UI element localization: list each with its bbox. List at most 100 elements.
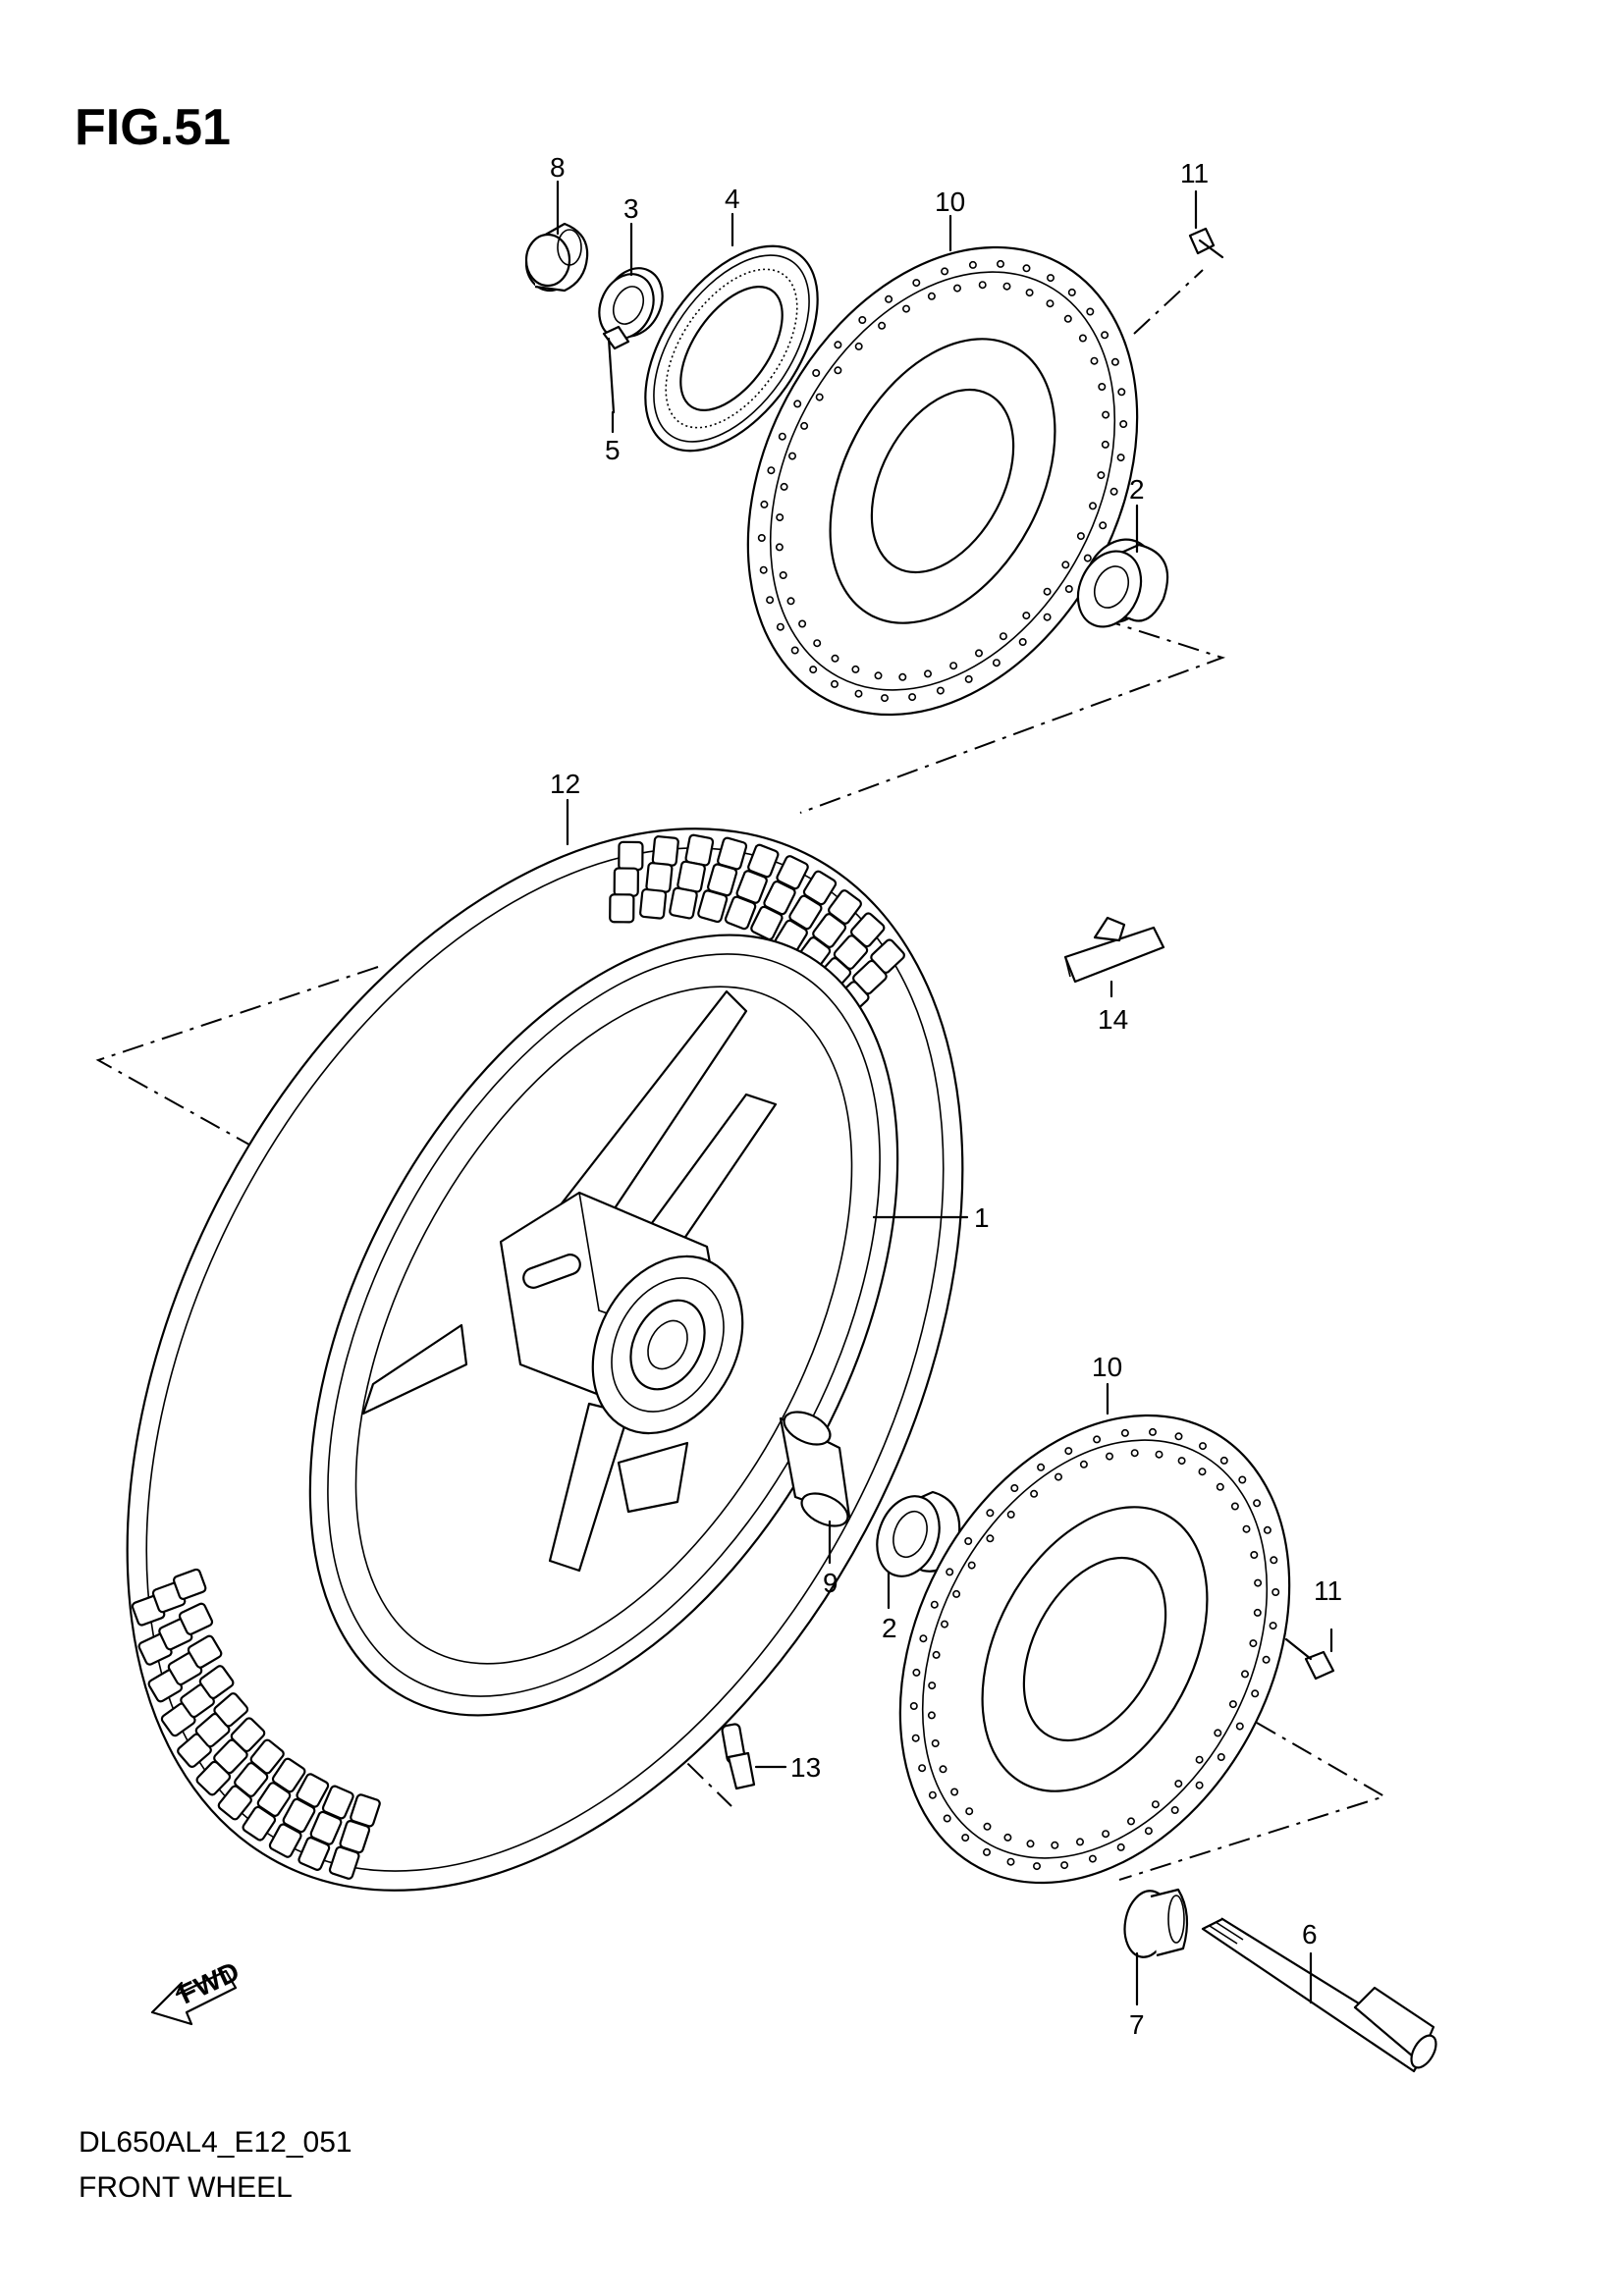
disc-drill-hole — [1098, 382, 1107, 391]
disc-drill-hole — [1089, 502, 1098, 510]
disc-drill-hole — [1217, 1753, 1225, 1762]
disc-drill-hole — [999, 632, 1007, 641]
disc-drill-hole — [982, 1847, 991, 1856]
disc-drill-hole — [776, 513, 784, 522]
disc-drill-hole — [918, 1764, 927, 1773]
disc-drill-hole — [1051, 1841, 1059, 1849]
disc-drill-hole — [1043, 587, 1052, 596]
disc-drill-hole — [1055, 1472, 1063, 1481]
disc-drill-hole — [1043, 613, 1052, 621]
disc-drill-hole — [1063, 314, 1072, 323]
tire-tread-block — [609, 893, 635, 924]
tire-tread-block — [178, 1602, 214, 1635]
part-5-screw — [602, 325, 630, 414]
tire-tread-block — [697, 889, 729, 924]
disc-drill-hole — [1228, 1700, 1237, 1709]
disc-drill-hole — [1030, 1489, 1039, 1498]
disc-drill-hole — [800, 421, 809, 430]
disc-drill-hole — [961, 1834, 970, 1842]
disc-drill-hole — [952, 284, 961, 293]
disc-drill-hole — [1249, 1639, 1258, 1648]
disc-drill-hole — [1195, 1755, 1204, 1764]
disc-drill-hole — [983, 1822, 992, 1831]
label-part-13: 13 — [790, 1752, 821, 1783]
disc-drill-hole — [1101, 331, 1109, 340]
part-number-labels: 8 3 4 5 10 11 2 12 14 1 10 9 2 11 13 6 7 — [550, 152, 1342, 2040]
figure-title: FIG.51 — [75, 99, 231, 156]
part-3-oil-seal — [598, 267, 664, 340]
disc-drill-hole — [830, 679, 839, 688]
disc-drill-hole — [851, 665, 860, 673]
disc-drill-hole — [1270, 1556, 1278, 1565]
disc-drill-hole — [1003, 1833, 1012, 1842]
tire-tread-block — [645, 862, 674, 893]
tire-tread-block — [676, 860, 706, 893]
disc-drill-hole — [986, 1534, 995, 1543]
disc-drill-hole — [1120, 1428, 1129, 1437]
tire-tread-block — [321, 1785, 354, 1820]
disc-drill-hole — [927, 1711, 936, 1720]
disc-drill-hole — [936, 686, 945, 695]
disc-drill-hole — [1198, 1468, 1207, 1476]
disc-drill-hole — [1093, 1435, 1102, 1444]
tire-tread-block — [750, 905, 784, 941]
disc-drill-hole — [1177, 1457, 1186, 1466]
disc-drill-hole — [1076, 1838, 1085, 1846]
disc-drill-hole — [1067, 288, 1076, 296]
disc-drill-hole — [812, 368, 821, 377]
disc-drill-hole — [1006, 1857, 1015, 1866]
disc-drill-hole — [965, 1807, 974, 1816]
disc-drill-hole — [1253, 1608, 1262, 1617]
disc-drill-hole — [1064, 584, 1073, 593]
disc-drill-hole — [1097, 471, 1106, 480]
disc-drill-hole — [1219, 1456, 1228, 1465]
disc-drill-hole — [996, 259, 1004, 268]
disc-drill-hole — [1230, 1502, 1239, 1511]
tire-tread-block — [684, 833, 715, 867]
disc-drill-hole — [854, 689, 863, 698]
part-9-spacer — [779, 1411, 851, 1527]
part-11-bolt-upper — [1188, 227, 1224, 259]
label-part-12: 12 — [550, 769, 580, 799]
tire-tread-block — [249, 1738, 285, 1775]
disc-drill-hole — [1025, 289, 1034, 297]
disc-drill-hole — [911, 1734, 920, 1742]
disc-drill-hole — [1117, 388, 1126, 397]
disc-drill-hole — [1155, 1450, 1163, 1459]
disc-drill-hole — [1047, 274, 1055, 283]
disc-drill-hole — [834, 366, 842, 375]
disc-drill-hole — [1102, 1830, 1110, 1839]
disc-drill-hole — [790, 646, 799, 655]
part-13-air-valve — [721, 1723, 787, 1790]
disc-drill-hole — [1116, 1842, 1125, 1851]
disc-drill-hole — [1254, 1578, 1263, 1587]
disc-drill-hole — [793, 400, 802, 408]
part-2-bearing-upper — [1076, 538, 1169, 628]
disc-drill-hole — [780, 482, 788, 491]
disc-drill-hole — [930, 1600, 939, 1609]
tire-tread-block — [172, 1568, 207, 1600]
label-part-11-lower: 11 — [1314, 1575, 1342, 1606]
disc-drill-hole — [815, 393, 824, 401]
disc-drill-hole — [940, 1620, 948, 1629]
disc-drill-hole — [831, 654, 839, 663]
label-part-10-upper: 10 — [935, 187, 965, 217]
disc-drill-hole — [1271, 1588, 1280, 1597]
disc-drill-hole — [1216, 1482, 1224, 1491]
disc-drill-hole — [1110, 357, 1119, 366]
disc-drill-hole — [1106, 1452, 1114, 1461]
disc-drill-hole — [1242, 1524, 1251, 1533]
tire-tread-block — [296, 1773, 330, 1808]
disc-drill-hole — [964, 1537, 973, 1546]
disc-drill-hole — [908, 693, 917, 702]
disc-drill-hole — [967, 1561, 976, 1570]
disc-drill-hole — [1101, 440, 1109, 449]
disc-drill-hole — [767, 466, 776, 475]
tire-tread-block — [639, 887, 668, 920]
disc-drill-hole — [775, 543, 784, 552]
disc-drill-hole — [787, 452, 796, 460]
disc-drill-hole — [1151, 1800, 1160, 1809]
disc-drill-hole — [834, 341, 842, 349]
label-part-3: 3 — [623, 193, 639, 224]
